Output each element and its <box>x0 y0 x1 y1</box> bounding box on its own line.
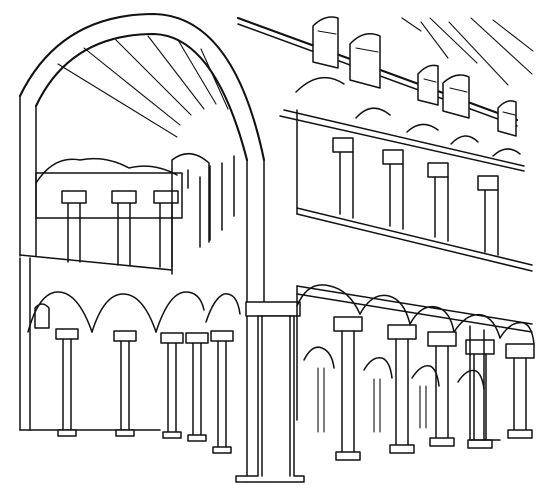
front-pier <box>235 301 305 483</box>
lower-right-arcade <box>296 284 535 461</box>
lower-left-arcade <box>19 257 241 454</box>
upper-right-gallery <box>236 16 534 272</box>
left-arch-and-upper-gallery <box>18 12 266 483</box>
